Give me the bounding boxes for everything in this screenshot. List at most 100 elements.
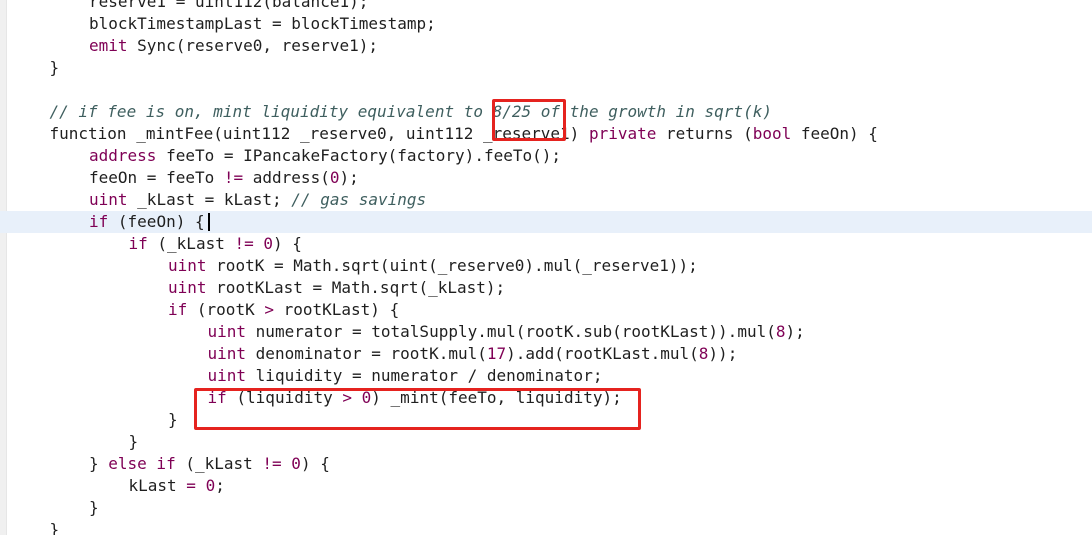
code-token: } bbox=[128, 432, 139, 451]
code-line[interactable] bbox=[0, 79, 1092, 101]
code-token: private bbox=[588, 124, 666, 143]
code-line[interactable]: if (feeOn) { bbox=[0, 211, 1092, 233]
code-line-text: } bbox=[50, 519, 60, 535]
code-line[interactable]: uint rootK = Math.sqrt(uint(_reserve0).m… bbox=[0, 255, 1092, 277]
code-line[interactable]: } bbox=[0, 431, 1092, 453]
code-token: bool bbox=[752, 124, 801, 143]
highlight-box-mint-line bbox=[194, 388, 641, 430]
code-line[interactable]: } bbox=[0, 57, 1092, 79]
code-token: feeTo = IPancakeFactory(factory).feeTo()… bbox=[166, 146, 562, 165]
code-line[interactable]: emit Sync(reserve0, reserve1); bbox=[0, 35, 1092, 57]
code-line-text: uint liquidity = numerator / denominator… bbox=[208, 365, 603, 387]
code-line-text: if (rootK > rootKLast) { bbox=[168, 299, 399, 321]
code-token: 0 bbox=[291, 454, 301, 473]
code-token: if bbox=[89, 212, 118, 231]
code-line[interactable]: blockTimestampLast = blockTimestamp; bbox=[0, 13, 1092, 35]
code-token: _kLast = kLast; bbox=[137, 190, 292, 209]
code-line[interactable]: uint rootKLast = Math.sqrt(_kLast); bbox=[0, 277, 1092, 299]
code-token: != bbox=[234, 234, 264, 253]
code-line-text: uint rootKLast = Math.sqrt(_kLast); bbox=[168, 277, 505, 299]
code-line[interactable]: kLast = 0; bbox=[0, 475, 1092, 497]
code-line[interactable]: uint denominator = rootK.mul(17).add(roo… bbox=[0, 343, 1092, 365]
code-token: 8 bbox=[698, 344, 709, 363]
code-line[interactable]: if (rootK > rootKLast) { bbox=[0, 299, 1092, 321]
code-line-text: } bbox=[129, 431, 139, 453]
code-token: liquidity = numerator / denominator; bbox=[255, 366, 603, 385]
code-line-text: reserve1 = uint112(balance1); bbox=[89, 0, 368, 13]
code-token: blockTimestampLast = blockTimestamp; bbox=[89, 14, 436, 33]
code-token: 8 bbox=[775, 322, 786, 341]
code-token: numerator = totalSupply.mul(rootK.sub(ro… bbox=[255, 322, 776, 341]
code-token: (feeOn) { bbox=[117, 212, 205, 231]
code-line-text: } else if (_kLast != 0) { bbox=[89, 453, 330, 475]
code-token: ) { bbox=[273, 234, 302, 253]
code-token: uint bbox=[207, 366, 256, 385]
code-token: } bbox=[49, 58, 60, 77]
code-line-text: address feeTo = IPancakeFactory(factory)… bbox=[89, 145, 561, 167]
code-token: denominator = rootK.mul( bbox=[255, 344, 487, 363]
code-token: ); bbox=[339, 168, 359, 187]
code-line[interactable]: reserve1 = uint112(balance1); bbox=[0, 0, 1092, 13]
code-token: (_kLast bbox=[157, 234, 235, 253]
code-line[interactable]: } bbox=[0, 519, 1092, 535]
code-token: rootK = Math.sqrt(uint(_reserve0).mul(_r… bbox=[216, 256, 698, 275]
code-line[interactable]: } bbox=[0, 409, 1092, 431]
code-token: returns ( bbox=[666, 124, 753, 143]
code-token: > bbox=[264, 300, 284, 319]
code-token: uint bbox=[89, 190, 138, 209]
code-token: )); bbox=[708, 344, 738, 363]
code-line-text: if (_kLast != 0) { bbox=[129, 233, 302, 255]
code-token: } bbox=[49, 520, 60, 535]
code-line[interactable]: } bbox=[0, 497, 1092, 519]
code-token: reserve1 = uint112(balance1); bbox=[89, 0, 369, 11]
code-token: 0 bbox=[329, 168, 340, 187]
highlight-box-fee-fraction bbox=[492, 99, 566, 141]
code-line-text: } bbox=[50, 57, 60, 79]
code-token: if bbox=[168, 300, 197, 319]
code-line[interactable]: // if fee is on, mint liquidity equivale… bbox=[0, 101, 1092, 123]
code-token: function _mintFee(uint112 _reserve0, uin… bbox=[49, 124, 589, 143]
code-line-text: uint numerator = totalSupply.mul(rootK.s… bbox=[208, 321, 805, 343]
code-line[interactable]: uint liquidity = numerator / denominator… bbox=[0, 365, 1092, 387]
code-line-text: blockTimestampLast = blockTimestamp; bbox=[89, 13, 436, 35]
code-line[interactable]: } else if (_kLast != 0) { bbox=[0, 453, 1092, 475]
code-token: if bbox=[128, 234, 158, 253]
code-token: // gas savings bbox=[291, 190, 427, 209]
code-token: != bbox=[223, 168, 253, 187]
code-line[interactable]: if (_kLast != 0) { bbox=[0, 233, 1092, 255]
code-line[interactable]: uint _kLast = kLast; // gas savings bbox=[0, 189, 1092, 211]
code-token: rootKLast) { bbox=[283, 300, 400, 319]
code-token: rootKLast = Math.sqrt(_kLast); bbox=[216, 278, 506, 297]
code-token: (_kLast bbox=[185, 454, 263, 473]
code-token: // if fee is on, mint liquidity equivale… bbox=[49, 102, 772, 121]
code-line-text: uint denominator = rootK.mul(17).add(roo… bbox=[208, 343, 738, 365]
code-token: ).add(rootKLast.mul( bbox=[506, 344, 699, 363]
code-token: > bbox=[342, 388, 362, 407]
code-line-text: feeOn = feeTo != address(0); bbox=[89, 167, 359, 189]
code-line-text: uint rootK = Math.sqrt(uint(_reserve0).m… bbox=[168, 255, 698, 277]
code-token: ) { bbox=[300, 454, 330, 473]
code-token: address bbox=[89, 146, 167, 165]
code-token: != bbox=[262, 454, 292, 473]
code-token: 0 bbox=[263, 234, 274, 253]
code-line[interactable]: if (liquidity > 0) _mint(feeTo, liquidit… bbox=[0, 387, 1092, 409]
code-token: uint bbox=[207, 344, 256, 363]
code-token: ); bbox=[785, 322, 805, 341]
code-line[interactable]: feeOn = feeTo != address(0); bbox=[0, 167, 1092, 189]
code-token: feeOn = feeTo bbox=[89, 168, 224, 187]
code-line-text: emit Sync(reserve0, reserve1); bbox=[89, 35, 378, 57]
code-token: } bbox=[89, 454, 109, 473]
code-token: ) _mint(feeTo, liquidity); bbox=[371, 388, 622, 407]
code-line-text: // if fee is on, mint liquidity equivale… bbox=[50, 101, 772, 123]
code-line[interactable]: uint numerator = totalSupply.mul(rootK.s… bbox=[0, 321, 1092, 343]
code-token: (rootK bbox=[196, 300, 265, 319]
code-line[interactable]: address feeTo = IPancakeFactory(factory)… bbox=[0, 145, 1092, 167]
code-token: Sync(reserve0, reserve1); bbox=[137, 36, 378, 55]
editor-gutter bbox=[0, 0, 7, 535]
code-token: = bbox=[186, 476, 206, 495]
code-line[interactable]: function _mintFee(uint112 _reserve0, uin… bbox=[0, 123, 1092, 145]
code-line-text: function _mintFee(uint112 _reserve0, uin… bbox=[50, 123, 878, 145]
code-token: (liquidity bbox=[236, 388, 343, 407]
code-line-text: if (liquidity > 0) _mint(feeTo, liquidit… bbox=[208, 387, 622, 409]
